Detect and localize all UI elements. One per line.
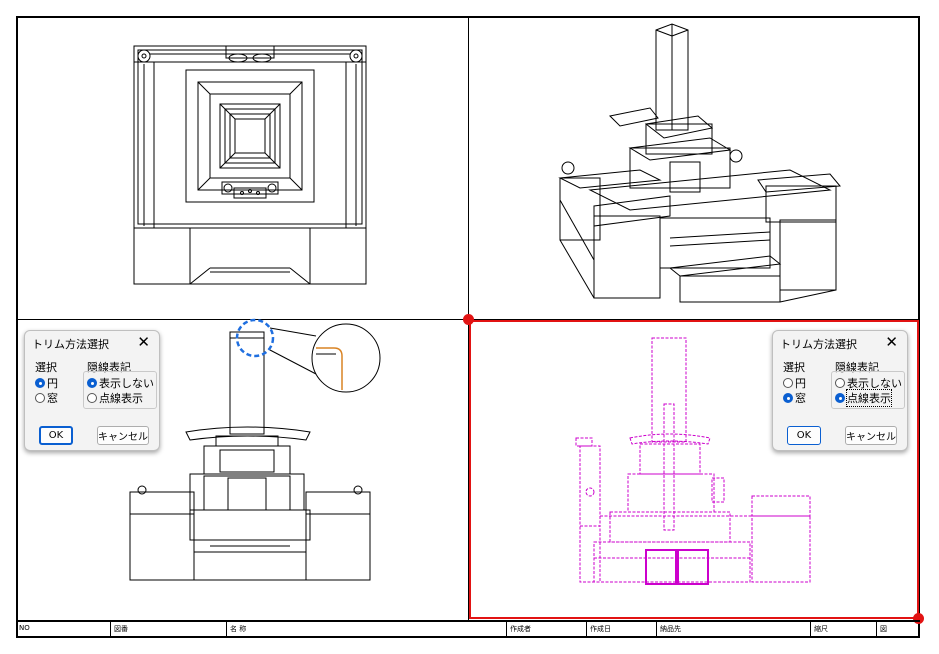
hidden-option-hide[interactable]: 表示しない xyxy=(87,375,154,391)
close-icon[interactable]: ✕ xyxy=(885,333,898,351)
radio-checked-icon[interactable] xyxy=(783,393,793,403)
selection-rectangle[interactable] xyxy=(469,320,919,619)
select-group-label: 選択 xyxy=(783,361,805,374)
select-option-window[interactable]: 窓 xyxy=(35,390,58,406)
hidden-line-group-box xyxy=(83,371,157,409)
ok-button[interactable]: OK xyxy=(39,426,73,445)
tb-unit: 図 xyxy=(876,622,918,638)
cancel-button[interactable]: キャンセル xyxy=(97,426,149,445)
tb-name: 名 称 xyxy=(226,622,506,638)
isometric-view[interactable] xyxy=(540,20,850,315)
tb-date: 作成日 xyxy=(586,622,656,638)
tb-no: NO xyxy=(19,624,30,632)
tb-destination: 納品先 xyxy=(656,622,810,638)
select-option-window[interactable]: 窓 xyxy=(783,390,806,406)
selection-handle-top-left[interactable] xyxy=(463,314,474,325)
radio-checked-icon[interactable] xyxy=(835,393,845,403)
radio-checked-icon[interactable] xyxy=(87,378,97,388)
dialog-title: トリム方法選択 xyxy=(780,338,857,351)
selection-handle-bottom-right[interactable] xyxy=(913,613,924,624)
title-block: NO 図番 名 称 作成者 作成日 納品先 縮尺 図 xyxy=(16,620,920,638)
tb-scale: 縮尺 xyxy=(810,622,876,638)
plan-view[interactable] xyxy=(120,40,380,290)
trim-method-dialog-left[interactable]: トリム方法選択 ✕ 選択 円 窓 隠線表記 表示しない 点線表示 OK キャンセ… xyxy=(24,330,160,451)
ok-button[interactable]: OK xyxy=(787,426,821,445)
select-option-circle[interactable]: 円 xyxy=(35,375,58,391)
cancel-button[interactable]: キャンセル xyxy=(845,426,897,445)
trim-method-dialog-right[interactable]: トリム方法選択 ✕ 選択 円 窓 隠線表記 表示しない 点線表示 OK キャンセ… xyxy=(772,330,908,451)
tb-drawing-no: 図番 xyxy=(110,622,226,638)
radio-unchecked-icon[interactable] xyxy=(835,378,845,388)
hidden-line-group-label: 隠線表記 xyxy=(835,361,879,374)
select-group-label: 選択 xyxy=(35,361,57,374)
radio-unchecked-icon[interactable] xyxy=(35,393,45,403)
hidden-option-hide[interactable]: 表示しない xyxy=(835,375,902,391)
hidden-option-dashed[interactable]: 点線表示 xyxy=(87,390,143,406)
tb-author: 作成者 xyxy=(506,622,586,638)
hidden-line-view[interactable] xyxy=(570,326,830,596)
close-icon[interactable]: ✕ xyxy=(137,333,150,351)
dialog-title: トリム方法選択 xyxy=(32,338,109,351)
radio-unchecked-icon[interactable] xyxy=(783,378,793,388)
hidden-line-group-label: 隠線表記 xyxy=(87,361,131,374)
hidden-line-group-box xyxy=(831,371,905,409)
front-view[interactable] xyxy=(120,318,390,588)
radio-checked-icon[interactable] xyxy=(35,378,45,388)
hidden-option-dashed[interactable]: 点線表示 xyxy=(835,389,892,407)
select-option-circle[interactable]: 円 xyxy=(783,375,806,391)
radio-unchecked-icon[interactable] xyxy=(87,393,97,403)
